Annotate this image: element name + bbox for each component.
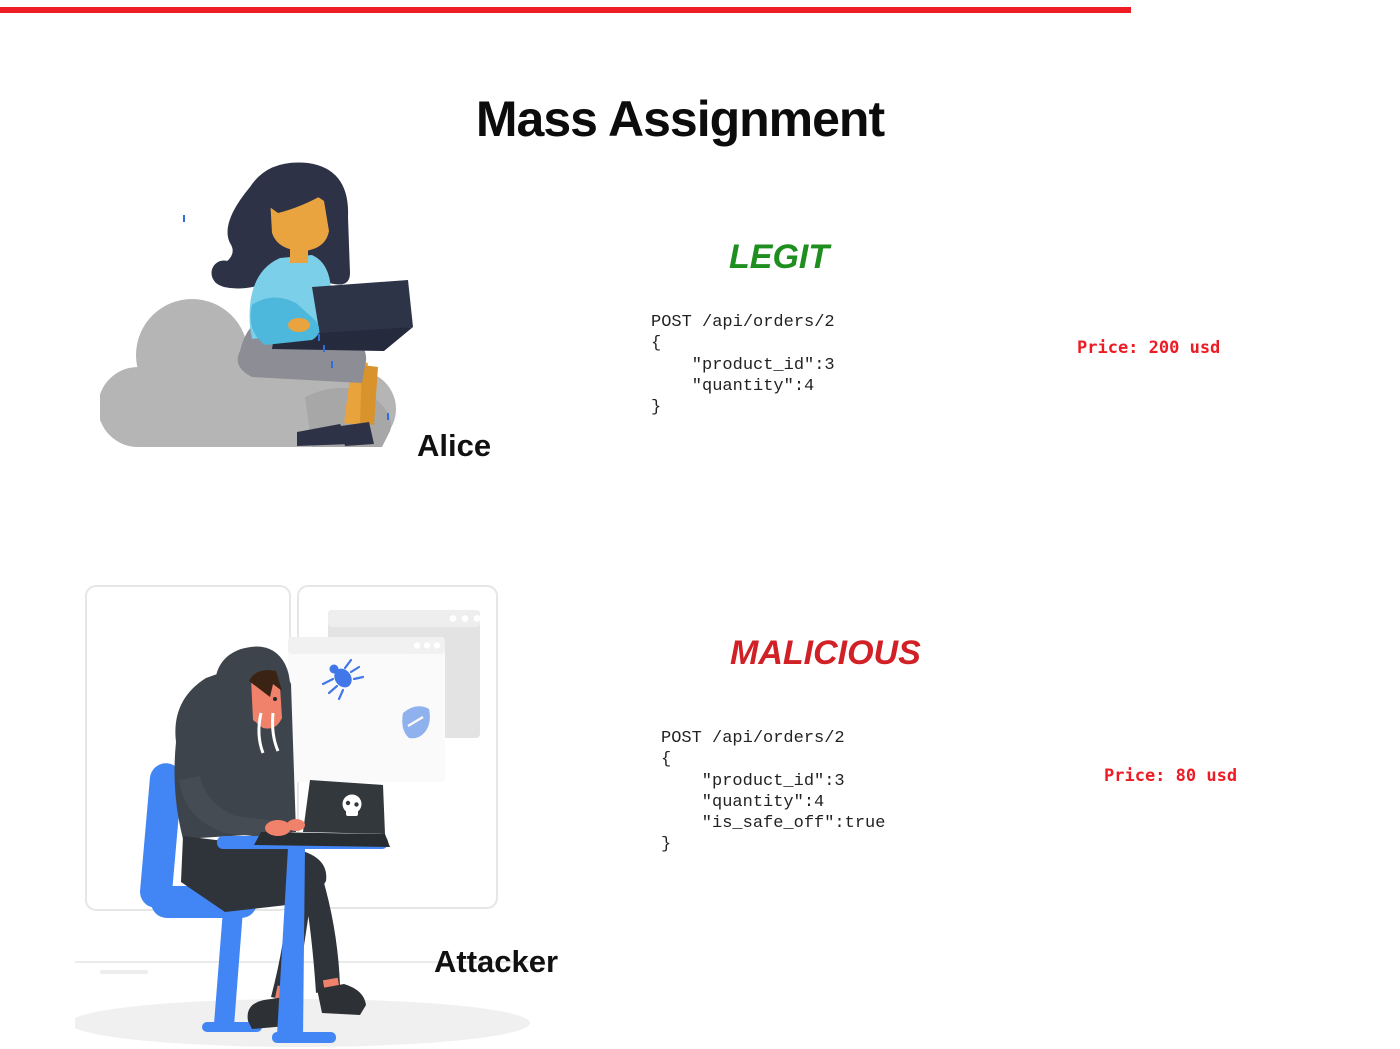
alice-illustration <box>100 162 413 447</box>
laptop-icon <box>272 280 413 351</box>
attacker-illustration <box>75 585 537 1047</box>
browser-window-front <box>288 637 445 782</box>
legit-price-label: Price: 200 usd <box>1077 338 1221 358</box>
arm <box>179 776 284 839</box>
legit-heading: LEGIT <box>729 238 830 276</box>
shin-right <box>303 876 340 993</box>
hood-string <box>257 712 265 754</box>
skull-icon <box>342 794 362 816</box>
malicious-request-code: POST /api/orders/2 { "product_id":3 "qua… <box>661 729 886 855</box>
video-progress-bar[interactable] <box>0 7 1131 13</box>
legit-request-code: POST /api/orders/2 { "product_id":3 "qua… <box>651 313 835 418</box>
actor-label-attacker: Attacker <box>434 944 559 979</box>
hair <box>249 670 282 697</box>
sparkle-ticks <box>183 215 389 420</box>
shield-icon <box>402 706 430 739</box>
shoe-right <box>317 984 366 1015</box>
malicious-price-label: Price: 80 usd <box>1104 766 1238 786</box>
page-title: Mass Assignment <box>475 91 885 147</box>
hand <box>265 820 291 836</box>
hand <box>287 819 305 831</box>
bug-icon <box>321 658 365 701</box>
sleeve <box>250 297 320 345</box>
hood-string <box>271 712 280 752</box>
bangs <box>264 168 349 269</box>
malicious-heading: MALICIOUS <box>730 634 921 672</box>
hand <box>288 318 310 332</box>
skull-laptop-icon <box>254 780 390 847</box>
eye <box>273 697 277 701</box>
actor-label-alice: Alice <box>417 428 492 463</box>
